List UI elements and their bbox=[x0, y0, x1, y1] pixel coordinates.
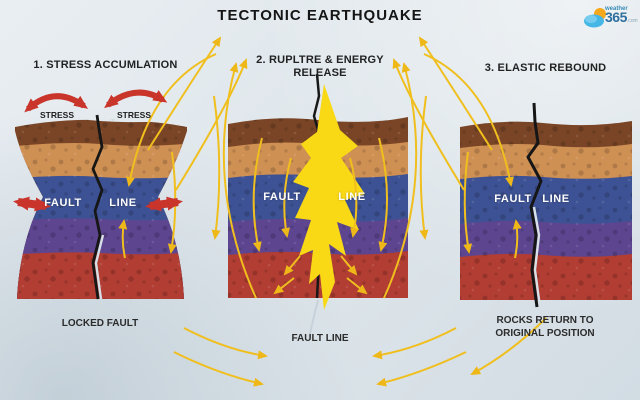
wave-arc bbox=[512, 219, 522, 259]
panel1-fault-word: FAULT bbox=[44, 197, 82, 209]
stress-label-left: STRESS bbox=[39, 110, 74, 120]
panel1-line-word: LINE bbox=[109, 197, 137, 209]
fault-crack bbox=[91, 114, 104, 300]
panel3-caption-line2: ORIGINAL POSITION bbox=[495, 328, 595, 339]
wave-arrow bbox=[346, 277, 368, 295]
wave-arc bbox=[222, 62, 257, 299]
stress-arrow-left-icon bbox=[24, 93, 89, 113]
rock-layers-1 bbox=[15, 119, 187, 299]
panel3-caption-line1: ROCKS RETURN TO bbox=[496, 315, 594, 326]
wave-arc bbox=[376, 351, 467, 387]
wave-arc bbox=[183, 327, 268, 360]
wave-arc bbox=[175, 58, 248, 191]
fault-pull-arrow-right-icon bbox=[145, 196, 183, 212]
wave-arrow bbox=[273, 277, 295, 295]
panel2-fault-word: FAULT bbox=[263, 191, 301, 203]
lightning-bolt-icon bbox=[293, 84, 365, 310]
panel3-fault-word: FAULT bbox=[494, 193, 532, 205]
wave-arc bbox=[211, 95, 221, 240]
panel2-heading: 2. RUPLTRE & ENERGY RELEASE bbox=[235, 54, 405, 80]
panel3-line-word: LINE bbox=[542, 193, 570, 205]
wave-arc bbox=[423, 53, 514, 187]
panel1-heading: 1. STRESS ACCUMLATION bbox=[33, 59, 178, 71]
wave-arc bbox=[372, 327, 457, 360]
page-title: TECTONIC EARTHQUAKE bbox=[217, 7, 423, 24]
fault-crack bbox=[526, 102, 543, 308]
wave-arc bbox=[173, 351, 264, 387]
wave-arc bbox=[383, 62, 418, 299]
rock-block-rupture bbox=[228, 73, 408, 310]
logo-tld: .com bbox=[626, 18, 638, 24]
stress-label-right: STRESS bbox=[116, 110, 151, 120]
wave-arc bbox=[470, 317, 547, 375]
wave-arc bbox=[118, 219, 128, 259]
panel2-caption: FAULT LINE bbox=[291, 333, 349, 344]
wave-arrow bbox=[340, 255, 358, 276]
logo-number: 365 bbox=[605, 9, 627, 25]
cloud-highlight bbox=[585, 15, 597, 23]
fault-crack-highlight bbox=[94, 234, 105, 300]
panel3-heading: 3. ELASTIC REBOUND bbox=[484, 62, 607, 74]
fault-pull-arrow-left-icon bbox=[13, 196, 51, 212]
wave-arc bbox=[281, 157, 292, 238]
panel2-heading-line1: 2. RUPLTRE & ENERGY bbox=[256, 54, 384, 66]
sun-cloud-icon bbox=[584, 8, 606, 28]
stress-arrow-right-icon bbox=[104, 89, 168, 109]
fault-crack-highlight bbox=[532, 206, 542, 308]
panel2-heading-line2: RELEASE bbox=[293, 67, 347, 79]
wave-arc bbox=[418, 36, 493, 151]
fault-crack-tail bbox=[308, 299, 319, 339]
logo-word: weather bbox=[605, 6, 628, 12]
stress-arrows-group bbox=[13, 89, 183, 212]
panel2-line-word: LINE bbox=[338, 191, 366, 203]
rock-block-stress-accumulation bbox=[15, 114, 187, 300]
wave-arc bbox=[378, 137, 389, 252]
rock-layers-3 bbox=[460, 121, 632, 300]
speckle-texture bbox=[460, 121, 632, 300]
wave-arc bbox=[463, 151, 473, 254]
rock-block-rebound bbox=[460, 102, 632, 308]
wave-arc bbox=[392, 58, 465, 191]
panel3-caption: ROCKS RETURN TO ORIGINAL POSITION bbox=[462, 314, 628, 340]
wave-arc bbox=[147, 36, 222, 151]
wave-arc bbox=[419, 95, 429, 240]
wave-arrow bbox=[283, 255, 301, 276]
wave-arc bbox=[252, 137, 263, 252]
wave-arc bbox=[349, 157, 360, 238]
panel1-caption: LOCKED FAULT bbox=[61, 318, 139, 329]
